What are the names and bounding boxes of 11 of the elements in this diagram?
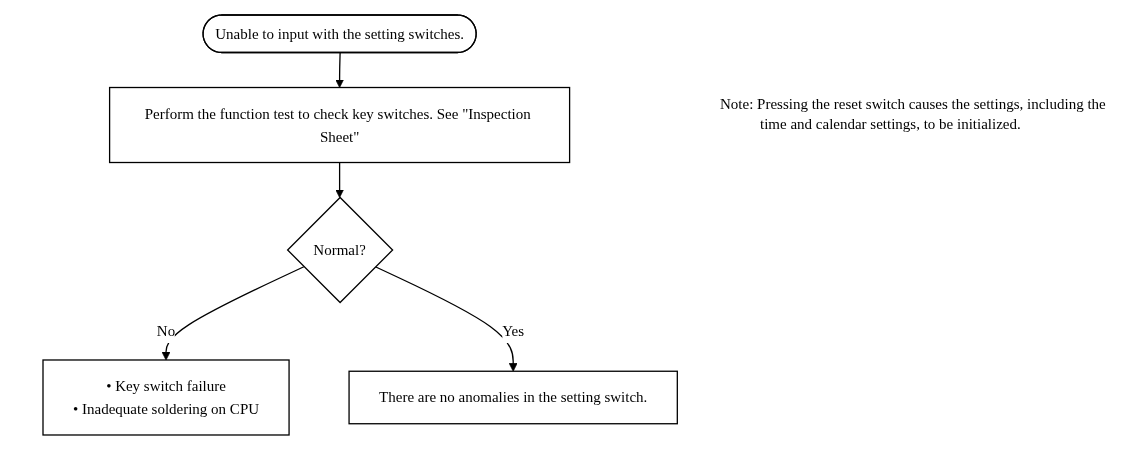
arrow — [335, 161, 344, 198]
arrow — [335, 52, 344, 88]
note-text: Note: Pressing the reset switch causes the settings, including the time and calendar settings, to be initialized. — [720, 95, 1107, 134]
node-box: • Key switch failure • Inadequate soldering on CPU — [42, 359, 290, 436]
edge-label: No — [156, 322, 176, 339]
node-box: There are no anomalies in the setting switch. — [348, 370, 678, 425]
arrow — [374, 266, 518, 372]
edge-label: Yes — [502, 322, 524, 339]
node-diamond: Normal? — [286, 196, 394, 304]
arrow — [161, 266, 305, 361]
node-box: Perform the function test to check key switches. See "Inspection Sheet" — [108, 86, 571, 164]
